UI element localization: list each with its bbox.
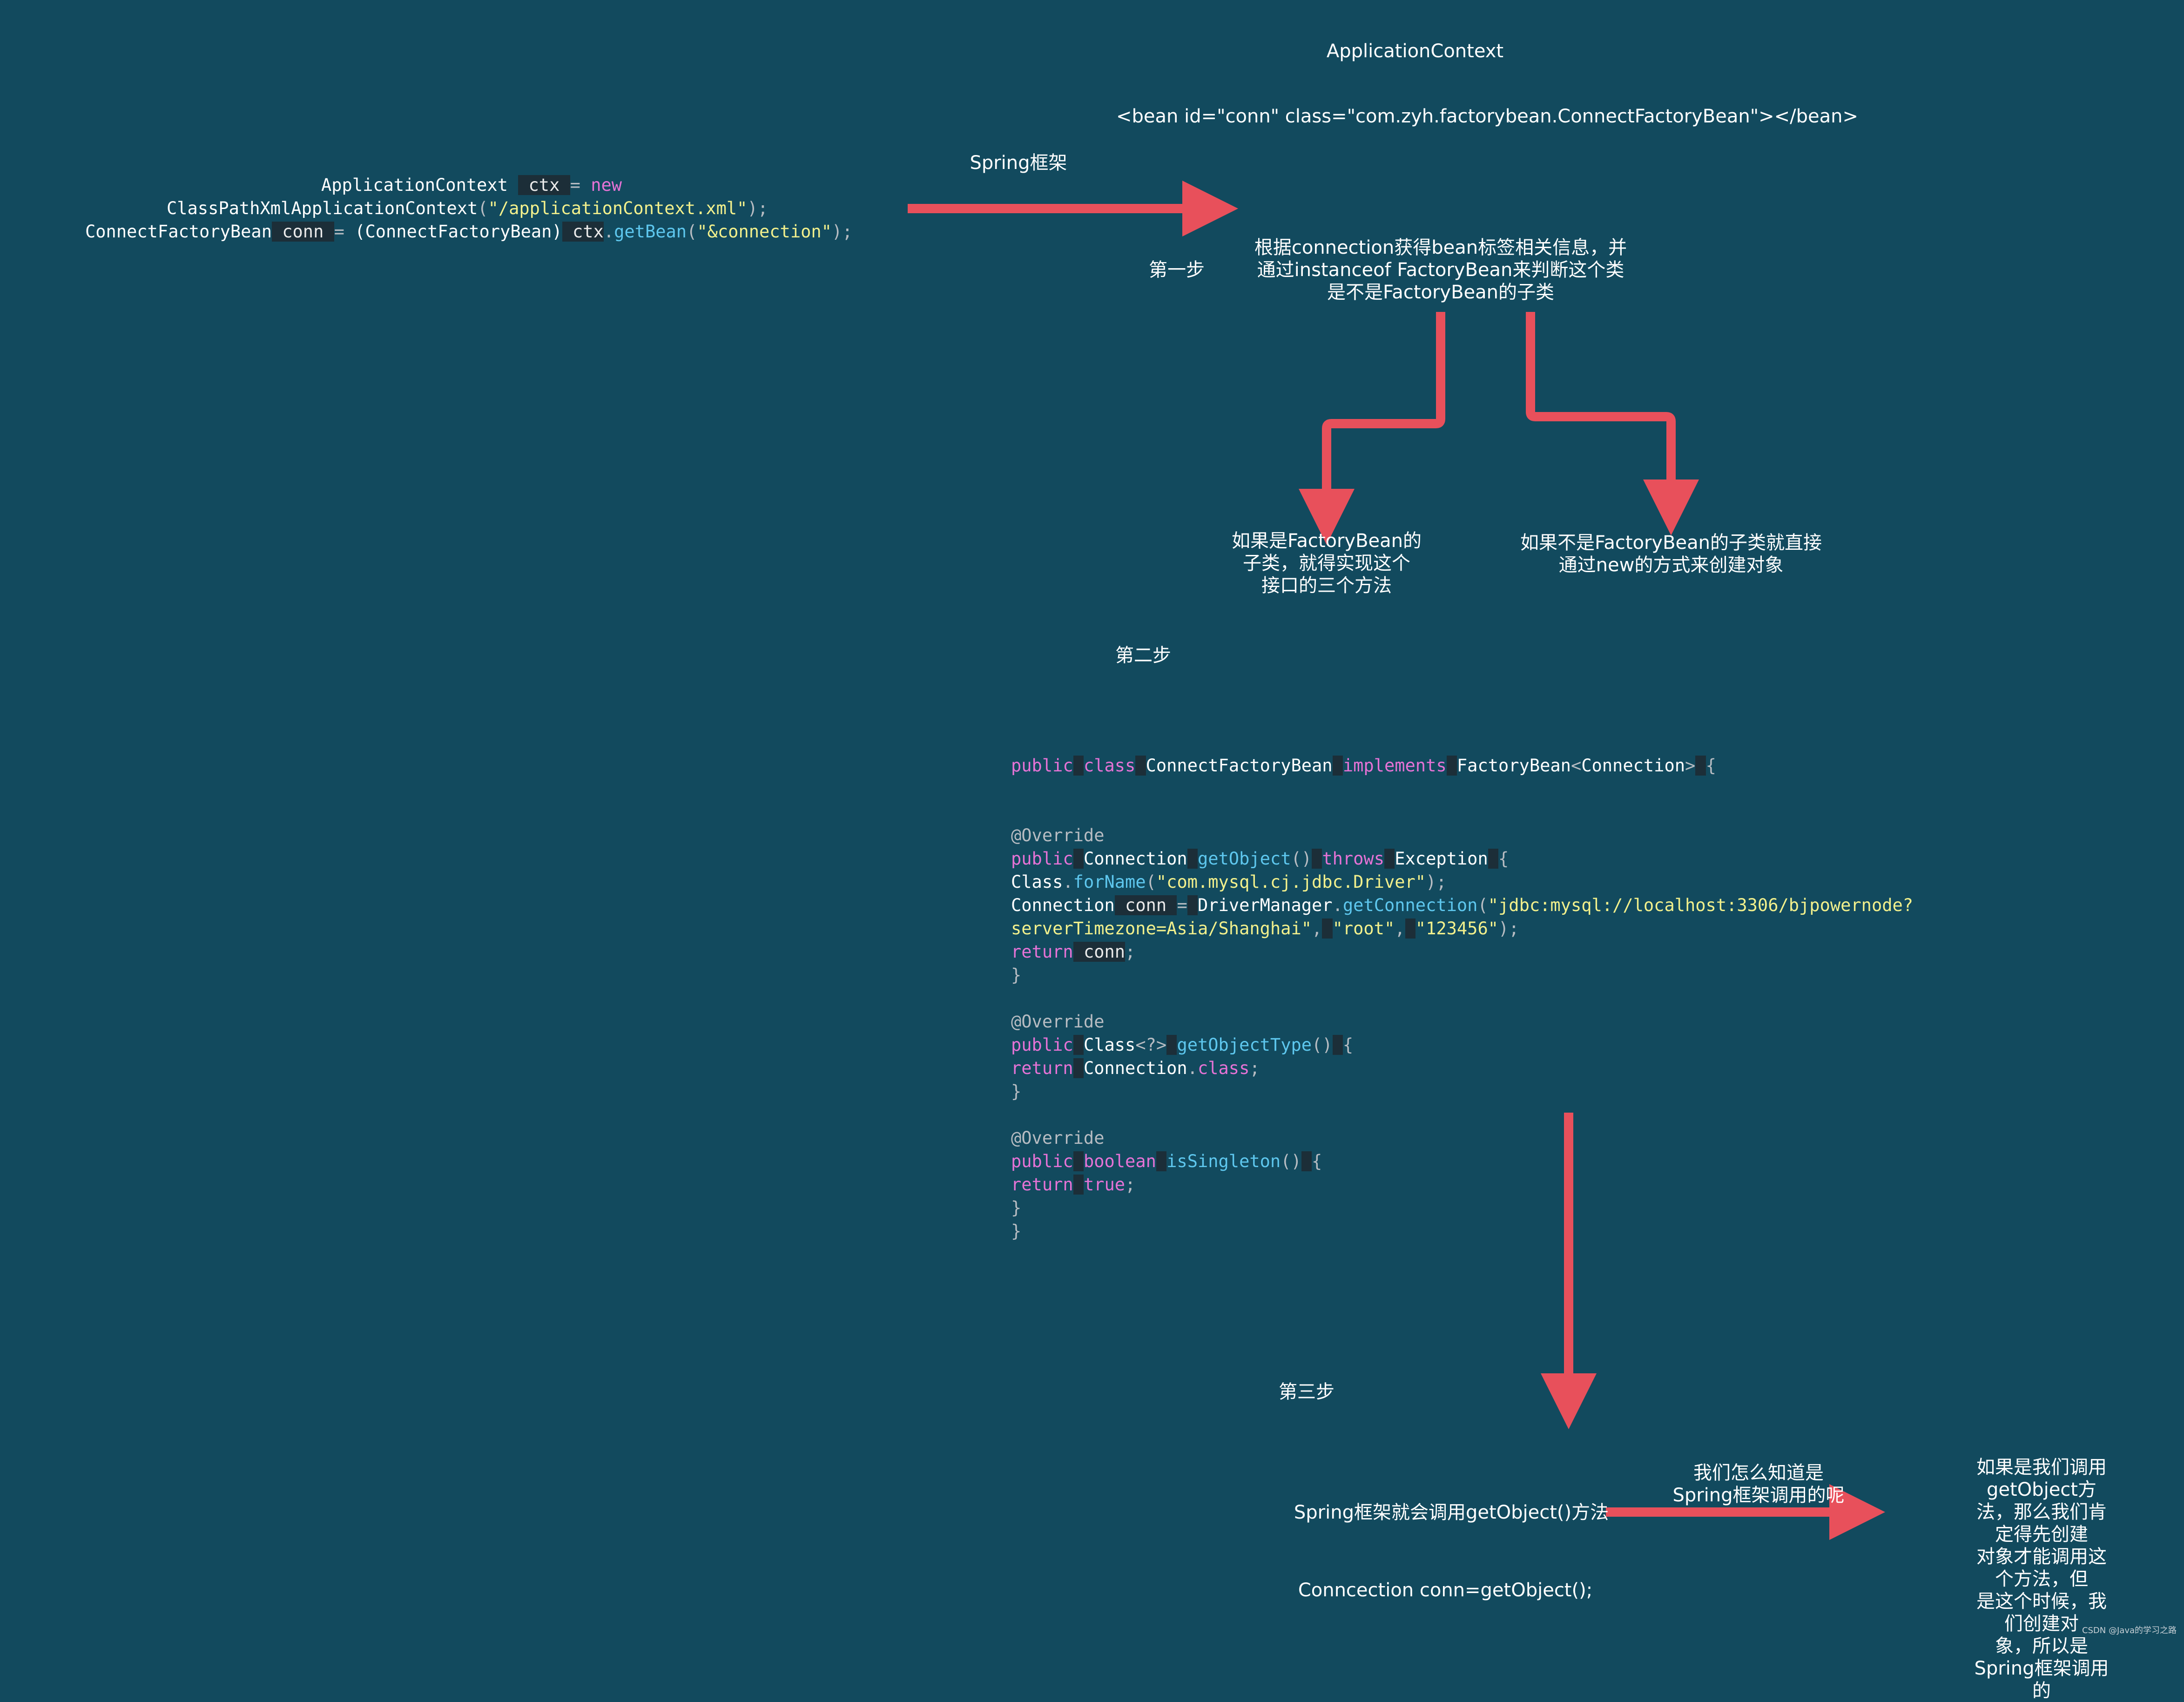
right-branch-text: 如果不是FactoryBean的子类就直接 通过new的方式来创建对象 — [1520, 532, 1822, 576]
diagram-canvas: ApplicationContext <bean id="conn" class… — [85, 41, 2177, 1702]
factory-bean-code: public class ConnectFactoryBean implemen… — [1011, 754, 1913, 1243]
bean-tag-text: <bean id="conn" class="com.zyh.factorybe… — [1116, 106, 1859, 127]
code-getobject-line-1: Class.forName("com.mysql.cj.jdbc.Driver"… — [1011, 872, 1447, 892]
code-getobject-line-2: Connection conn = DriverManager.getConne… — [1011, 895, 1914, 915]
code-close-2: } — [1011, 1081, 1022, 1101]
code-close-1: } — [1011, 965, 1022, 985]
spring-call-text: Spring框架就会调用getObject()方法 — [1294, 1502, 1609, 1523]
conn-getobject-text: Conncection conn=getObject(); — [1298, 1580, 1593, 1601]
code-close-class: } — [1011, 1221, 1022, 1241]
arrow-decision-left — [1299, 312, 1445, 545]
arrow-decision-right — [1526, 312, 1699, 535]
step-1-label: 第一步 — [1149, 259, 1205, 281]
code-getobjecttype-return: return Connection.class; — [1011, 1058, 1260, 1078]
left-branch-text: 如果是FactoryBean的 子类，就得实现这个 接口的三个方法 — [1231, 530, 1422, 596]
code-class-decl: public class ConnectFactoryBean implemen… — [1011, 756, 1716, 776]
code-close-3: } — [1011, 1198, 1022, 1218]
code-override-2: @Override — [1011, 1012, 1105, 1032]
code-getobject-sig: public Connection getObject() throws Exc… — [1011, 849, 1509, 869]
code-getobjecttype-sig: public Class<?> getObjectType() { — [1011, 1035, 1354, 1055]
flow-arrows — [908, 181, 1885, 1540]
code-issingleton-return: return true; — [1011, 1175, 1136, 1195]
step-3-label: 第三步 — [1279, 1381, 1335, 1403]
code-getobject-return: return conn; — [1011, 942, 1136, 962]
explain-text: 如果是我们调用getObject方 法，那么我们肯定得先创建 对象才能调用这个方… — [1974, 1457, 2109, 1702]
code-line-1: ApplicationContext ctx = new — [321, 175, 622, 195]
decision-text: 根据connection获得bean标签相关信息，并 通过instanceof … — [1254, 237, 1627, 303]
code-getobject-line-3: serverTimezone=Asia/Shanghai", "root", "… — [1011, 919, 1519, 939]
application-context-title: ApplicationContext — [1326, 41, 1504, 62]
footer-watermark: CSDN @Java的学习之路 — [2082, 1626, 2177, 1635]
code-issingleton-sig: public boolean isSingleton() { — [1011, 1151, 1322, 1171]
code-override-3: @Override — [1011, 1128, 1105, 1148]
question-text: 我们怎么知道是 Spring框架调用的呢 — [1672, 1462, 1845, 1506]
code-override-1: @Override — [1011, 825, 1105, 845]
code-line-3: ConnectFactoryBean conn = (ConnectFactor… — [85, 222, 853, 242]
spring-framework-label: Spring框架 — [970, 152, 1067, 174]
code-line-2: ClassPathXmlApplicationContext("/applica… — [167, 198, 768, 218]
step-2-label: 第二步 — [1115, 645, 1171, 666]
